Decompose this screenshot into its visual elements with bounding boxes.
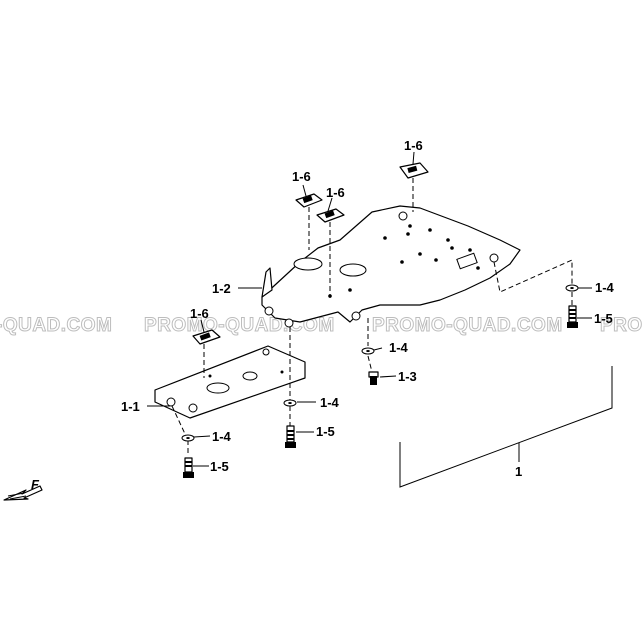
washer-part <box>565 284 579 292</box>
callout-label: 1-5 <box>316 424 335 439</box>
bolt-part <box>183 457 194 478</box>
callout-label: 1-6 <box>292 169 311 184</box>
callout-label: 1-2 <box>212 281 231 296</box>
callout-label: 1-6 <box>404 138 423 153</box>
callout-label: 1-4 <box>595 280 615 295</box>
watermark-text: PRO <box>600 315 643 336</box>
callout-label: 1-4 <box>212 429 232 444</box>
callout-label: 1-5 <box>594 311 613 326</box>
assembly-guides <box>171 178 573 456</box>
callout-label: 1-5 <box>210 459 229 474</box>
callout-label: 1-6 <box>326 185 345 200</box>
clip-part <box>295 193 323 208</box>
clip-part <box>316 208 345 223</box>
clip-part <box>192 329 221 345</box>
direction-letter: F <box>31 477 40 492</box>
callout-label: 1 <box>515 464 522 479</box>
bolt-part <box>567 305 578 328</box>
washer-part <box>181 434 195 442</box>
main-skid-plate <box>261 205 521 328</box>
front-skid-plate <box>154 345 306 419</box>
leader-lines <box>147 151 592 467</box>
callout-label: 1-4 <box>389 340 409 355</box>
callout-label: 1-6 <box>190 306 209 321</box>
watermark: -QUAD.COM PROMO-QUAD.COM PROMO-QUAD.COM … <box>0 315 643 337</box>
callout-label: 1-4 <box>320 395 340 410</box>
clip-part <box>399 162 429 179</box>
watermark-text: -QUAD.COM <box>0 315 112 336</box>
washer-part <box>283 399 297 407</box>
watermark-text: PROMO-QUAD.COM <box>372 315 563 336</box>
bolt-part <box>285 425 296 448</box>
callout-labels: 1-6 1-6 1-6 1-6 1-2 1-1 1-4 1-3 1-4 1-5 … <box>121 138 615 479</box>
callout-label: 1-1 <box>121 399 140 414</box>
washer-part <box>361 347 375 355</box>
callout-label: 1-3 <box>398 369 417 384</box>
bolt-part <box>368 371 379 386</box>
front-direction-marker: F <box>3 477 43 501</box>
assembly-bracket <box>399 366 613 488</box>
